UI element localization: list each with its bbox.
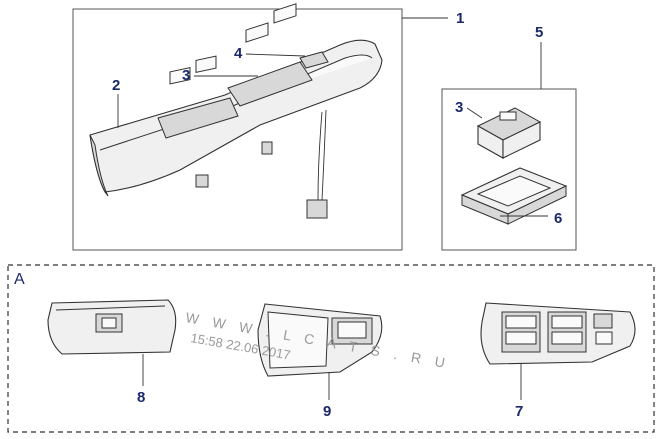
front-passenger-switch-panel (257, 303, 383, 377)
switch-cluster-driver (157, 3, 313, 139)
callout-9: 9 (323, 403, 331, 420)
harness-connector (306, 199, 328, 219)
mount-clip-mid (261, 141, 273, 155)
assembly-frame-passenger (441, 88, 577, 251)
lock-switch (299, 51, 329, 69)
passenger-bezel (460, 167, 568, 225)
assembly-frame-main (72, 8, 403, 251)
callout-1: 1 (456, 10, 464, 27)
callout-5: 5 (535, 24, 543, 41)
section-a-label: A (14, 271, 25, 288)
callout-8: 8 (137, 389, 145, 406)
section-a-frame (7, 264, 655, 433)
driver-master-switch-panel (480, 302, 636, 365)
callout-2: 2 (112, 77, 120, 94)
callout-6: 6 (554, 210, 562, 227)
rear-switch-panel (47, 299, 177, 355)
mount-clip-left (195, 174, 209, 188)
main-switch-panel (89, 3, 383, 219)
callout-7: 7 (515, 403, 523, 420)
callout-3-passenger: 3 (455, 99, 463, 116)
passenger-switch (476, 107, 542, 159)
callout-3-main: 3 (182, 67, 190, 84)
callout-4: 4 (234, 45, 243, 62)
